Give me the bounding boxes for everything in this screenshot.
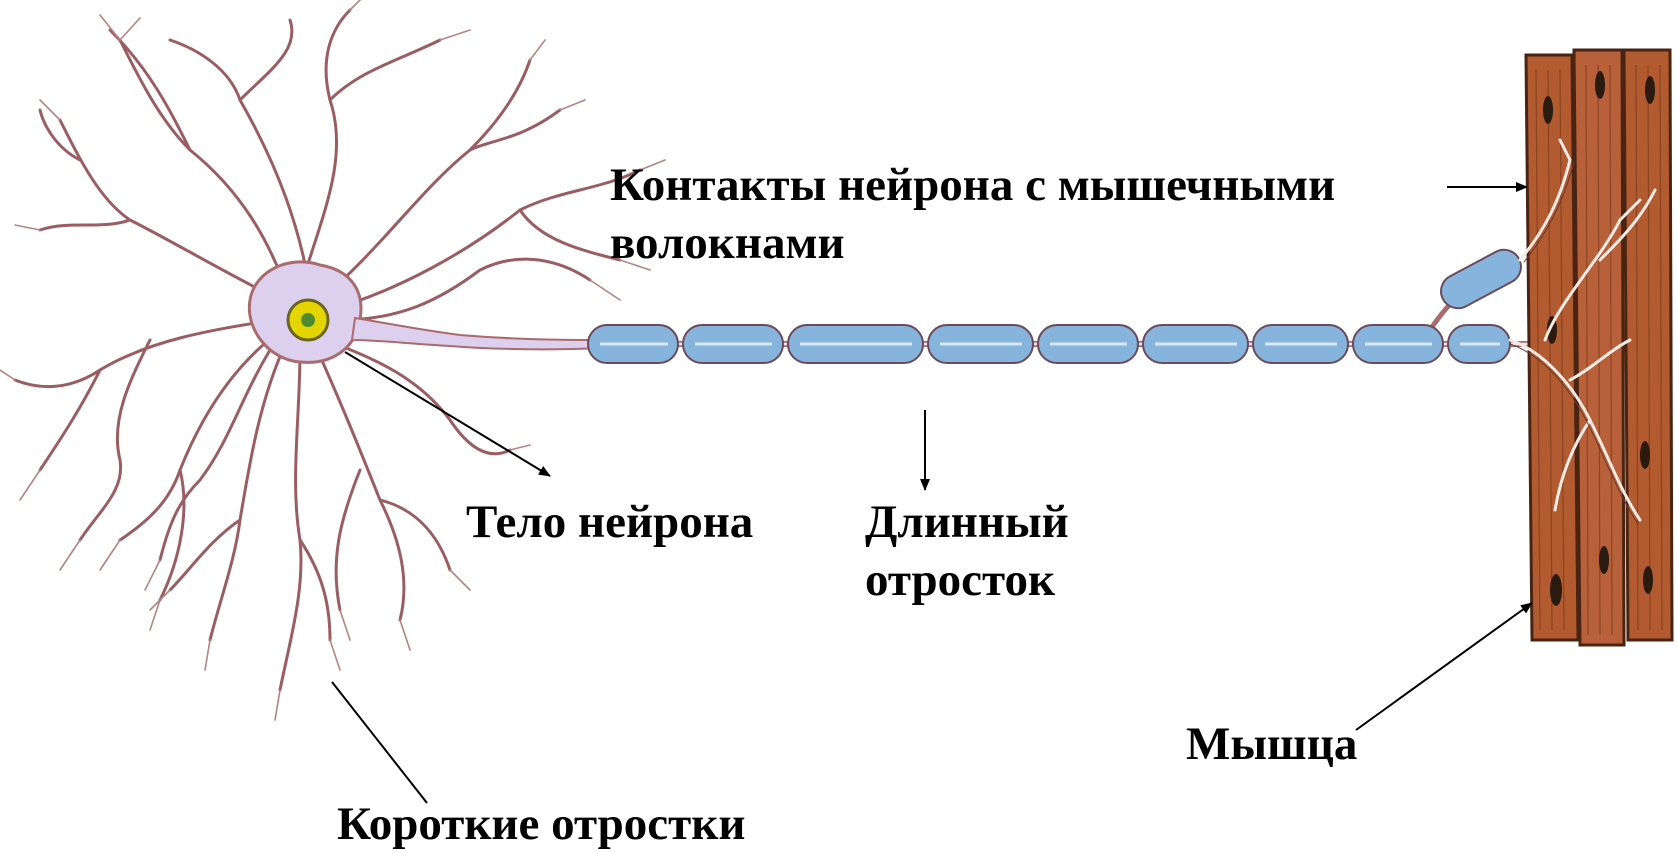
- label-short-processes: Короткие отростки: [337, 795, 745, 853]
- label-long-process: Длинный отросток: [865, 493, 1069, 609]
- arrow-muscle: [1356, 603, 1532, 730]
- label-long-line-1: Длинный: [865, 493, 1069, 551]
- arrow-neuron-body: [345, 352, 550, 476]
- label-muscle: Мышца: [1186, 715, 1357, 773]
- arrow-short-processes: [332, 682, 427, 803]
- label-long-line-2: отросток: [865, 551, 1069, 609]
- nucleus: [288, 300, 328, 340]
- label-contacts-line-1: Контакты нейрона с мышечными: [610, 156, 1335, 214]
- label-neuron-muscle-contacts: Контакты нейрона с мышечными волокнами: [610, 156, 1335, 272]
- label-contacts-line-2: волокнами: [610, 214, 1335, 272]
- label-neuron-body: Тело нейрона: [466, 493, 753, 551]
